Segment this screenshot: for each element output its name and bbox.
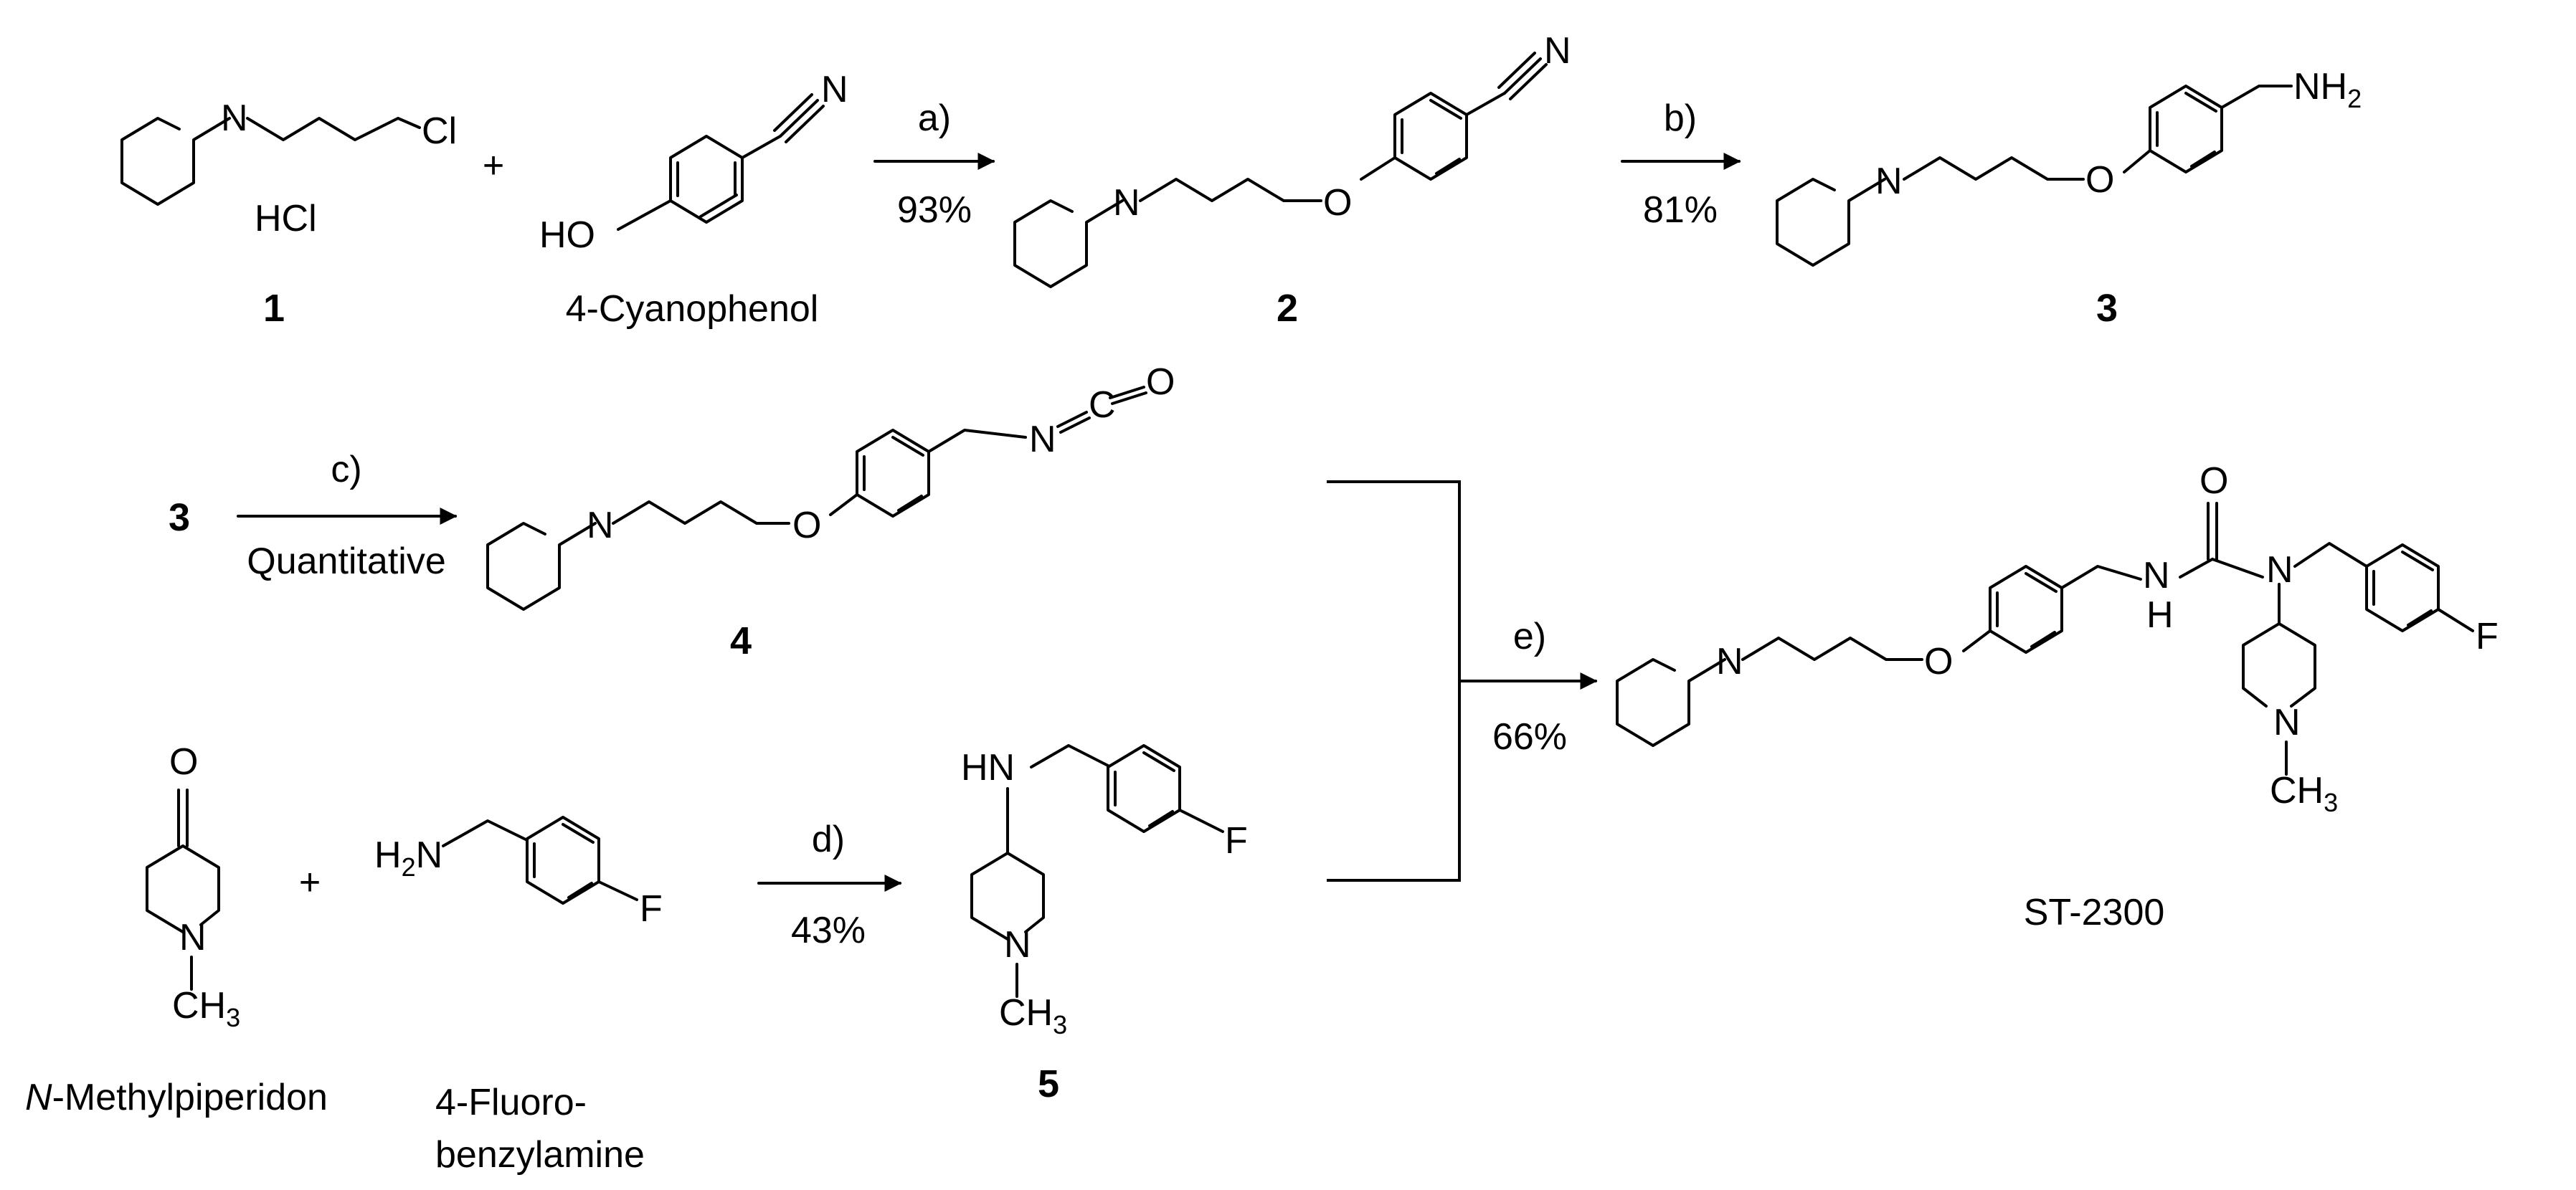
st-2300-f: F (2476, 616, 2499, 657)
compound-5-structure: HN F N CH3 (961, 744, 1248, 1039)
compound-2: N O N 2 (1013, 30, 1571, 330)
compound-st-2300: N O N H O N F N CH3 ST-2300 (1616, 460, 2499, 933)
compound-1-cl: Cl (422, 110, 457, 152)
compound-n-methylpiperidon: O N CH3 N-Methylpiperidon (25, 741, 328, 1118)
plus-sign-2: + (299, 862, 321, 903)
compound-3-start-number: 3 (169, 496, 190, 539)
reaction-d-yield: 43% (791, 910, 866, 951)
st-2300-ch3: CH3 (2270, 770, 2338, 817)
reaction-arrow-a: a) 93% (873, 97, 995, 231)
reaction-d-label: d) (812, 819, 845, 860)
st-2300-o-urea: O (2199, 460, 2228, 502)
reaction-e-label: e) (1513, 616, 1546, 657)
st-2300-structure: N O N H O N F N CH3 (1616, 460, 2499, 817)
compound-4-structure: N O N C O (486, 361, 1175, 611)
compound-3: N O NH2 3 (1776, 66, 2362, 330)
reaction-arrow-e: e) 66% (1458, 616, 1598, 758)
st-2300-o-ether: O (1924, 641, 1953, 682)
n-methylpiperidon-name: N-Methylpiperidon (25, 1077, 328, 1118)
compound-2-n-nitrile: N (1544, 30, 1571, 72)
compound-2-number: 2 (1277, 287, 1298, 330)
compound-4-number: 4 (730, 619, 752, 662)
cyanophenol-ho: HO (539, 214, 595, 256)
fluorobenzylamine-h2n: H2N (374, 834, 442, 882)
compound-2-n-ring: N (1113, 182, 1140, 224)
compound-5-hn: HN (961, 747, 1015, 789)
reaction-arrow-c: c) Quantitative (237, 449, 458, 582)
reaction-arrow-d: d) 43% (757, 819, 902, 951)
compound-3-structure: N O NH2 (1776, 66, 2362, 267)
cyanophenol-n: N (821, 69, 848, 110)
compound-3-n-ring: N (1875, 161, 1903, 202)
cyanophenol-name: 4-Cyanophenol (566, 288, 819, 330)
reaction-a-yield: 93% (897, 189, 972, 231)
compound-2-structure: N O N (1013, 30, 1571, 288)
compound-4-fluorobenzylamine: H2N F 4-Fluoro- benzylamine (374, 816, 663, 1176)
compound-3-o: O (2085, 159, 2114, 201)
compound-4: N O N C O 4 (486, 361, 1175, 662)
compound-4-o-iso: O (1146, 361, 1175, 403)
st-2300-n-urea: N (2266, 549, 2293, 591)
compound-1-hcl: HCl (255, 198, 317, 239)
compound-3-nh2: NH2 (2293, 66, 2362, 113)
fluorobenzylamine-f: F (640, 888, 663, 930)
n-methylpiperidon-structure: O N CH3 (146, 741, 240, 1032)
plus-sign-1: + (483, 145, 504, 186)
compound-1-number: 1 (263, 287, 285, 330)
compound-4-c-iso: C (1089, 384, 1116, 426)
reaction-c-label: c) (331, 449, 361, 490)
compound-5-f: F (1225, 820, 1248, 862)
compound-5: HN F N CH3 5 (961, 744, 1248, 1105)
compound-1: N Cl HCl 1 (120, 97, 457, 330)
reaction-b-label: b) (1664, 97, 1697, 139)
n-methylpiperidon-o: O (169, 741, 198, 783)
compound-5-ch3: CH3 (999, 992, 1067, 1039)
reaction-c-condition: Quantitative (247, 541, 446, 582)
n-methylpiperidon-ch3: CH3 (172, 985, 240, 1032)
st-2300-n-ring: N (1716, 641, 1743, 682)
cyanophenol-structure: N HO (539, 69, 848, 256)
fluorobenzylamine-structure: H2N F (374, 816, 663, 930)
convergence-bracket (1327, 480, 1461, 882)
reaction-e-yield: 66% (1492, 716, 1567, 758)
compound-1-n: N (221, 97, 248, 139)
compound-4-o: O (792, 505, 821, 546)
compound-4-n-ring: N (587, 505, 614, 546)
reaction-arrow-b: b) 81% (1621, 97, 1741, 231)
fluorobenzylamine-name-line2: benzylamine (435, 1134, 645, 1176)
reaction-b-yield: 81% (1643, 189, 1718, 231)
reaction-a-label: a) (918, 97, 951, 139)
compound-5-number: 5 (1038, 1062, 1059, 1105)
compound-4-n-iso: N (1029, 419, 1056, 460)
compound-4-cyanophenol: N HO 4-Cyanophenol (539, 69, 848, 330)
compound-2-o: O (1323, 182, 1352, 224)
compound-3-number: 3 (2096, 287, 2118, 330)
st-2300-name: ST-2300 (2024, 892, 2165, 933)
compound-5-n: N (1004, 924, 1031, 966)
st-2300-n-pip: N (2273, 702, 2301, 743)
fluorobenzylamine-name-line1: 4-Fluoro- (435, 1082, 587, 1123)
compound-1-structure: N Cl HCl (120, 97, 457, 239)
n-methylpiperidon-n: N (179, 917, 207, 958)
st-2300-nh-h: H (2146, 594, 2174, 636)
st-2300-nh-n: N (2143, 555, 2170, 596)
